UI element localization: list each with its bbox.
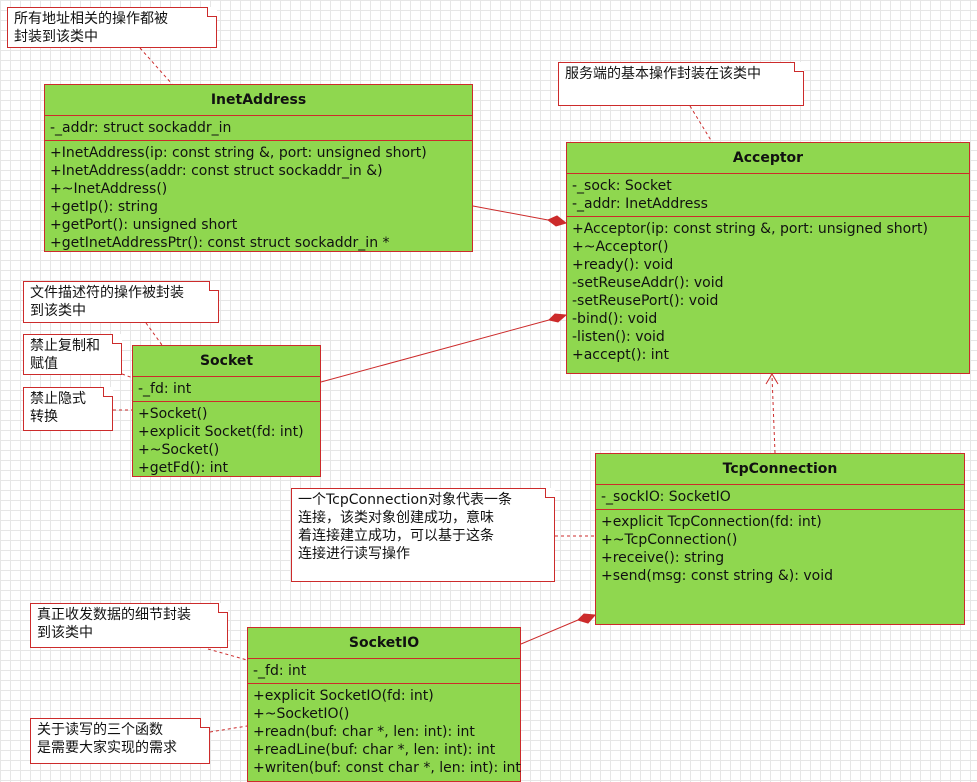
class-tcpconnection[interactable]: TcpConnection -_sockIO: SocketIO +explicit… [595, 453, 965, 625]
class-method: +accept(): int [572, 347, 670, 363]
note-inetaddress: 所有地址相关的操作都被封装到该类中 [7, 7, 217, 48]
class-name: Socket [133, 346, 320, 377]
class-method: +~TcpConnection() [601, 532, 738, 548]
class-method: +~Acceptor() [572, 239, 669, 255]
class-method: -bind(): void [572, 311, 658, 327]
note-text-line: 一个TcpConnection对象代表一条 [298, 492, 512, 508]
class-socketio[interactable]: SocketIO -_fd: int +explicit SocketIO(fd: … [247, 627, 521, 782]
class-name: SocketIO [248, 628, 520, 659]
class-name: InetAddress [45, 85, 472, 116]
class-method: +~InetAddress() [50, 181, 168, 197]
class-methods-section: +InetAddress(ip: const string &, port: u… [45, 141, 472, 255]
class-method: +readn(buf: char *, len: int): int [253, 724, 475, 740]
note-text-line: 是需要大家实现的需求 [37, 740, 177, 756]
note-socketio: 真正收发数据的细节封装到该类中 [30, 603, 228, 648]
class-name: TcpConnection [596, 454, 964, 485]
class-methods-section: +explicit TcpConnection(fd: int) +~TcpCon… [596, 510, 964, 588]
dependency-tcpconnection-acceptor [771, 375, 776, 454]
class-methods-section: +Socket() +explicit Socket(fd: int) +~Sock… [133, 402, 320, 480]
class-method: +writen(buf: const char *, len: int): in… [253, 760, 521, 776]
note-text-line: 到该类中 [30, 303, 86, 319]
note-tcpconnection: 一个TcpConnection对象代表一条连接，该类对象创建成功，意味着连接建立… [291, 488, 555, 582]
class-field: -_sock: Socket [572, 178, 672, 194]
class-method: -listen(): void [572, 329, 665, 345]
class-fields-section: -_sock: Socket -_addr: InetAddress [567, 174, 969, 217]
class-method: +Acceptor(ip: const string &, port: unsi… [572, 221, 928, 237]
composition-diamond-inetaddress [547, 215, 568, 227]
note-text-line: 服务端的基本操作封装在该类中 [565, 66, 761, 82]
class-method: +readLine(buf: char *, len: int): int [253, 742, 496, 758]
class-field: -_fd: int [138, 381, 192, 397]
note-text-line: 所有地址相关的操作都被 [14, 11, 168, 27]
class-method: +send(msg: const string &): void [601, 568, 834, 584]
composition-inetaddress-acceptor [472, 205, 549, 221]
class-method: +InetAddress(ip: const string &, port: u… [50, 145, 427, 161]
note-text-line: 着连接建立成功，可以基于这条 [298, 528, 494, 544]
class-method: +~SocketIO() [253, 706, 350, 722]
note-text-line: 文件描述符的操作被封装 [30, 285, 184, 301]
class-method: +~Socket() [138, 442, 220, 458]
class-method: -setReusePort(): void [572, 293, 719, 309]
note-no-implicit: 禁止隐式转换 [23, 387, 113, 431]
class-field: -_addr: struct sockaddr_in [50, 120, 232, 136]
note-text-line: 关于读写的三个函数 [37, 722, 163, 738]
note-text-line: 转换 [30, 409, 58, 425]
note-no-copy: 禁止复制和赋值 [23, 334, 122, 375]
dependency-arrowhead [765, 373, 779, 385]
composition-diamond-socket [548, 313, 568, 323]
note-text-line: 真正收发数据的细节封装 [37, 607, 191, 623]
note-text-line: 赋值 [30, 356, 58, 372]
class-method: +Socket() [138, 406, 208, 422]
composition-socketio-tcpconnection [520, 619, 579, 645]
class-method: -setReuseAddr(): void [572, 275, 724, 291]
class-name: Acceptor [567, 143, 969, 174]
class-fields-section: -_fd: int [133, 377, 320, 402]
note-link-rw [209, 725, 248, 733]
class-method: +getPort(): unsigned short [50, 217, 238, 233]
note-text-line: 到该类中 [37, 625, 93, 641]
note-rw: 关于读写的三个函数是需要大家实现的需求 [30, 718, 210, 764]
class-method: +explicit Socket(fd: int) [138, 424, 304, 440]
note-text-line: 禁止复制和 [30, 338, 100, 354]
class-method: +getInetAddressPtr(): const struct socka… [50, 235, 390, 251]
note-link-socketio [207, 648, 248, 661]
composition-diamond-socketio [577, 613, 597, 624]
class-fields-section: -_fd: int [248, 659, 520, 684]
class-field: -_fd: int [253, 663, 307, 679]
class-method: +ready(): void [572, 257, 674, 273]
class-field: -_addr: InetAddress [572, 196, 708, 212]
class-methods-section: +explicit SocketIO(fd: int) +~SocketIO() +… [248, 684, 521, 780]
class-method: +InetAddress(addr: const struct sockaddr… [50, 163, 383, 179]
class-method: +getIp(): string [50, 199, 159, 215]
class-socket[interactable]: Socket -_fd: int +Socket() +explicit Socket… [132, 345, 321, 477]
class-inetaddress[interactable]: InetAddress -_addr: struct sockaddr_in +In… [44, 84, 473, 252]
class-method: +explicit TcpConnection(fd: int) [601, 514, 822, 530]
class-field: -_sockIO: SocketIO [601, 489, 731, 505]
note-text-line: 连接进行读写操作 [298, 546, 410, 562]
note-text-line: 连接，该类对象创建成功，意味 [298, 510, 494, 526]
note-link-socket [145, 322, 163, 346]
class-method: +getFd(): int [138, 460, 229, 476]
class-fields-section: -_addr: struct sockaddr_in [45, 116, 472, 141]
note-link-no-copy [121, 373, 134, 379]
class-methods-section: +Acceptor(ip: const string &, port: unsi… [567, 217, 969, 367]
note-socket: 文件描述符的操作被封装到该类中 [23, 281, 219, 323]
note-link-acceptor [689, 105, 713, 143]
class-acceptor[interactable]: Acceptor -_sock: Socket -_addr: InetAddres… [566, 142, 970, 374]
note-link-inetaddress [139, 47, 173, 85]
class-method: +receive(): string [601, 550, 725, 566]
note-text-line: 禁止隐式 [30, 391, 86, 407]
class-fields-section: -_sockIO: SocketIO [596, 485, 964, 510]
composition-socket-acceptor [320, 319, 550, 383]
note-acceptor: 服务端的基本操作封装在该类中 [558, 62, 804, 106]
class-method: +explicit SocketIO(fd: int) [253, 688, 434, 704]
note-text-line: 封装到该类中 [14, 29, 98, 45]
